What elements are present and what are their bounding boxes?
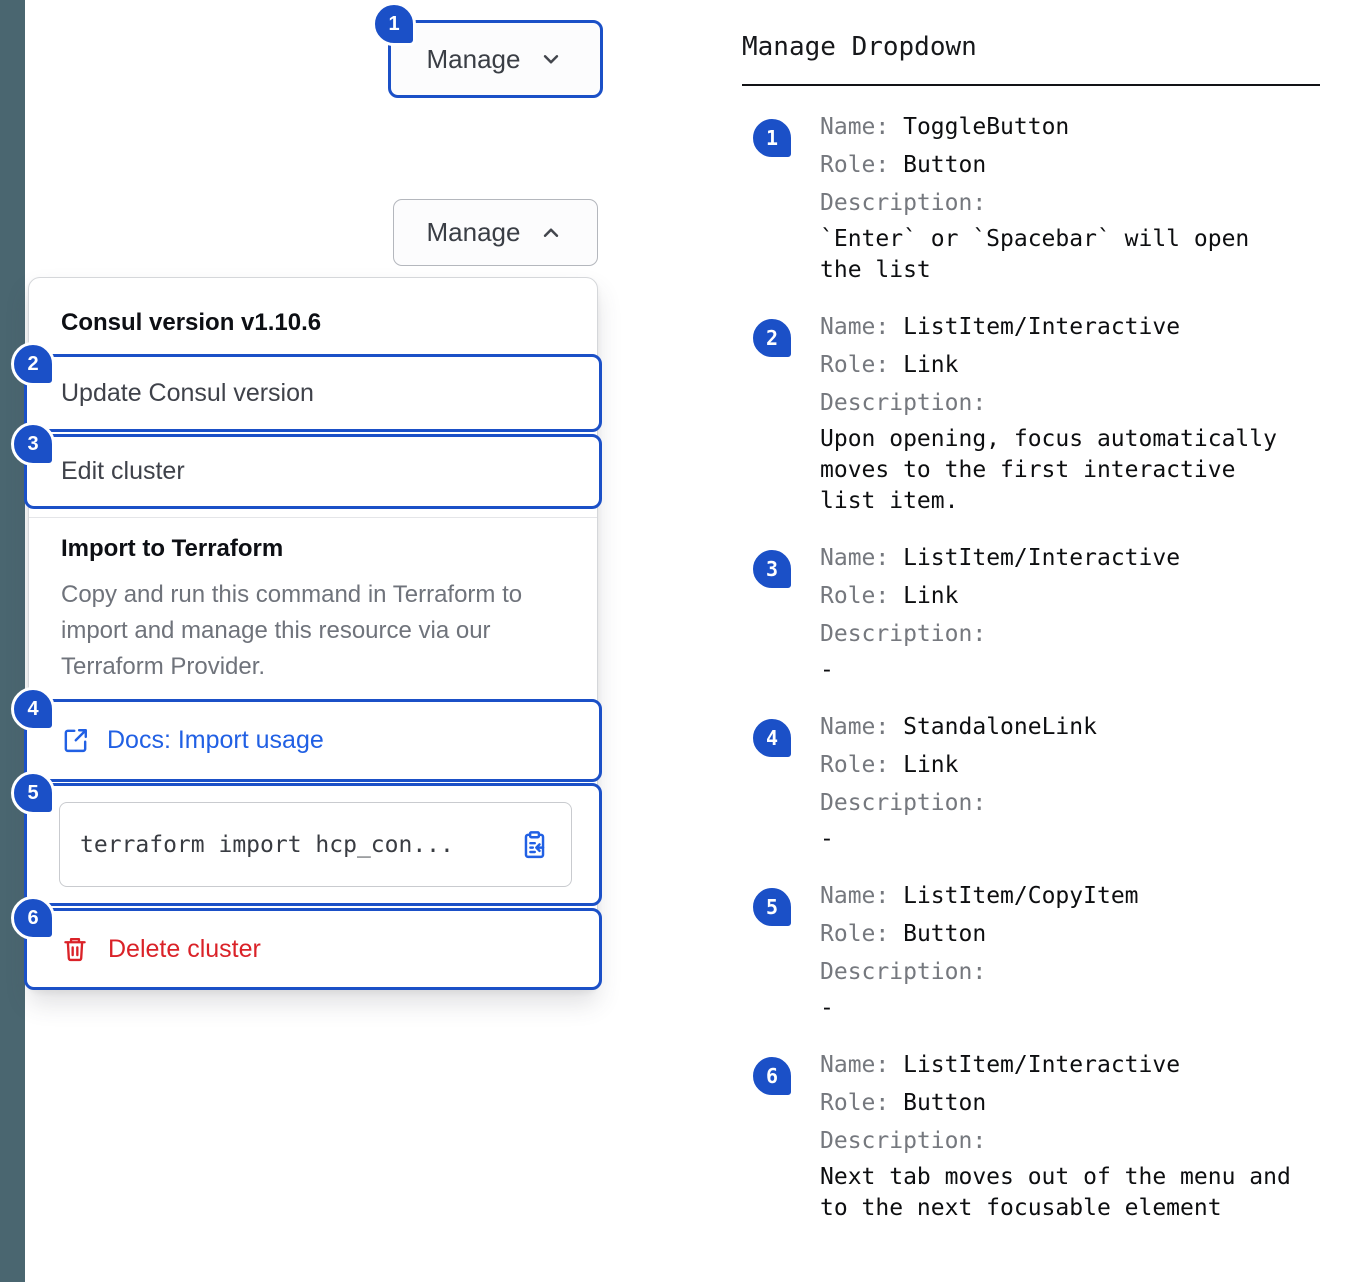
annotation-badge-6: 6	[11, 896, 55, 940]
legend-entry-6: 6 Name: ListItem/Interactive Role: Butto…	[742, 1046, 1332, 1224]
chevron-up-icon	[538, 220, 564, 246]
description-label: Description:	[820, 190, 987, 216]
annotation-badge-5: 5	[11, 771, 55, 815]
legend-title-rule	[742, 84, 1320, 86]
annotation-legend: Manage Dropdown 1 Name: ToggleButton Rol…	[742, 30, 1332, 1224]
entry-role: Link	[903, 752, 959, 778]
entry-role: Link	[903, 583, 959, 609]
entry-role: Button	[903, 921, 987, 947]
annotation-badge-1: 1	[750, 116, 794, 160]
role-label: Role:	[820, 352, 890, 378]
legend-entry-3: 3 Name: ListItem/Interactive Role: Link …	[742, 539, 1332, 686]
role-label: Role:	[820, 1090, 890, 1116]
description-label: Description:	[820, 959, 987, 985]
name-label: Name:	[820, 314, 890, 340]
menu-item-delete-cluster[interactable]: 6 Delete cluster	[11, 896, 602, 990]
entry-name: ListItem/Interactive	[903, 1052, 1181, 1078]
menu-item-docs-import-usage[interactable]: 4 Docs: Import usage	[11, 687, 602, 782]
description-label: Description:	[820, 790, 987, 816]
clipboard-copy-icon	[519, 829, 550, 860]
entry-role: Button	[903, 152, 987, 178]
entry-name: ToggleButton	[903, 114, 1070, 140]
entry-description: -	[820, 995, 834, 1021]
name-label: Name:	[820, 1052, 890, 1078]
annotation-badge-5: 5	[750, 885, 794, 929]
annotation-badge-1: 1	[372, 2, 416, 46]
description-label: Description:	[820, 390, 987, 416]
manage-toggle-button-expanded[interactable]: Manage	[393, 199, 598, 266]
chevron-down-icon	[538, 46, 564, 72]
import-to-terraform-description: Copy and run this command in Terraform t…	[61, 581, 523, 680]
annotation-badge-3: 3	[11, 422, 55, 466]
description-label: Description:	[820, 621, 987, 647]
menu-item-edit-cluster[interactable]: 3 Edit cluster	[11, 422, 602, 509]
name-label: Name:	[820, 114, 890, 140]
entry-description: -	[820, 657, 834, 683]
menu-item-label: Edit cluster	[61, 457, 185, 485]
annotation-badge-6: 6	[750, 1054, 794, 1098]
annotation-badge-4: 4	[11, 687, 55, 731]
left-edge-strip	[0, 0, 25, 1282]
entry-name: StandaloneLink	[903, 714, 1097, 740]
docs-link-label: Docs: Import usage	[107, 726, 324, 754]
copy-command-button[interactable]	[519, 829, 550, 860]
legend-entry-5: 5 Name: ListItem/CopyItem Role: Button D…	[742, 877, 1332, 1024]
role-label: Role:	[820, 152, 890, 178]
role-label: Role:	[820, 583, 890, 609]
annotation-badge-3: 3	[750, 547, 794, 591]
entry-name: ListItem/CopyItem	[903, 883, 1139, 909]
menu-item-copy-command: 5 terraform import hcp_con...	[11, 771, 602, 906]
manage-toggle-label: Manage	[426, 43, 521, 74]
entry-description: Next tab moves out of the menu and to th…	[820, 1164, 1291, 1221]
legend-entry-2: 2 Name: ListItem/Interactive Role: Link …	[742, 308, 1332, 517]
role-label: Role:	[820, 921, 890, 947]
terraform-command-text: terraform import hcp_con...	[80, 831, 454, 858]
menu-item-label: Update Consul version	[61, 378, 314, 407]
legend-entry-4: 4 Name: StandaloneLink Role: Link Descri…	[742, 708, 1332, 855]
menu-divider	[29, 517, 597, 518]
import-to-terraform-title: Import to Terraform	[61, 535, 284, 562]
name-label: Name:	[820, 883, 890, 909]
manage-dropdown-menu: Consul version v1.10.6 2 Update Consul v…	[11, 277, 602, 990]
name-label: Name:	[820, 714, 890, 740]
legend-title: Manage Dropdown	[742, 32, 977, 62]
entry-name: ListItem/Interactive	[903, 314, 1181, 340]
description-label: Description:	[820, 1128, 987, 1154]
entry-role: Button	[903, 1090, 987, 1116]
consul-version-header: Consul version v1.10.6	[61, 309, 322, 336]
entry-description: -	[820, 826, 834, 852]
manage-toggle-button-collapsed[interactable]: Manage	[388, 20, 603, 98]
delete-cluster-label: Delete cluster	[108, 934, 261, 963]
entry-name: ListItem/Interactive	[903, 545, 1181, 571]
terraform-command-field[interactable]: terraform import hcp_con...	[59, 802, 572, 887]
annotation-badge-2: 2	[11, 342, 55, 386]
manage-toggle-label: Manage	[426, 217, 521, 247]
role-label: Role:	[820, 752, 890, 778]
entry-role: Link	[903, 352, 959, 378]
name-label: Name:	[820, 545, 890, 571]
docs-link-icon	[61, 726, 90, 755]
annotation-badge-4: 4	[750, 716, 794, 760]
entry-description: Upon opening, focus automatically moves …	[820, 426, 1277, 514]
legend-entry-1: 1 Name: ToggleButton Role: Button Descri…	[742, 108, 1332, 286]
annotation-badge-2: 2	[750, 316, 794, 360]
entry-description: `Enter` or `Spacebar` will open the list	[820, 226, 1250, 283]
menu-item-update-consul-version[interactable]: 2 Update Consul version	[11, 342, 602, 432]
trash-icon	[61, 935, 89, 963]
